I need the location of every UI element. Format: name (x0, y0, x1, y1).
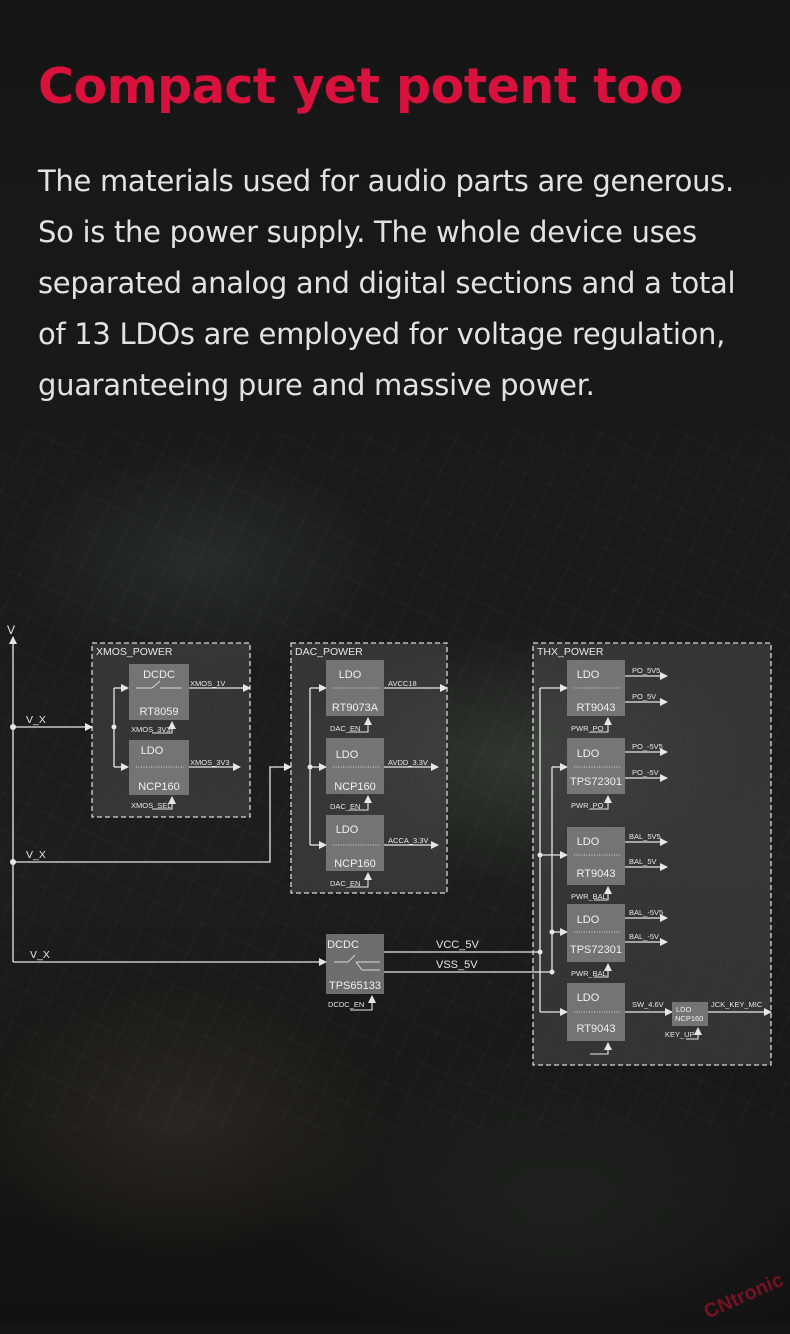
svg-text:LDO: LDO (676, 1005, 692, 1014)
vx-label-3: V_X (30, 949, 50, 961)
svg-text:LDO: LDO (577, 914, 600, 926)
vx-line-2 (13, 763, 292, 863)
svg-text:TPS65133: TPS65133 (329, 980, 381, 992)
dac-en-3-arrow (349, 872, 372, 888)
po-5v-label: PO_-5V (632, 768, 659, 777)
thx-ldo-block-2: LDO TPS72301 (567, 738, 625, 794)
svg-text:NCP160: NCP160 (138, 781, 180, 793)
bal5v5-label: BAL_5V5 (629, 832, 661, 841)
thx-ldo-block-5: LDO RT9043 (567, 983, 625, 1041)
po-5v5-label: PO_-5V5 (632, 742, 663, 751)
dac-power-title: DAC_POWER (295, 646, 363, 658)
svg-text:NCP160: NCP160 (675, 1014, 703, 1023)
bal-5v-label: BAL_-5V (629, 932, 659, 941)
dac-en-1-arrow (349, 717, 372, 733)
po5v-label: PO_5V (632, 692, 656, 701)
svg-text:RT8059: RT8059 (140, 706, 179, 718)
svg-text:LDO: LDO (336, 749, 359, 761)
pwr-bal-1: PWR_BAL (571, 892, 607, 901)
thx-ldo-block-3: LDO RT9043 (567, 827, 625, 885)
xmos-sel-ctrl: XMOS_SEL (131, 801, 171, 810)
intro-paragraph: The materials used for audio parts are g… (38, 164, 736, 402)
svg-text:LDO: LDO (339, 669, 362, 681)
xmos-sel-arrow (152, 796, 176, 810)
junction-dot (307, 764, 313, 770)
thx-ldo-block-4: LDO TPS72301 (567, 904, 625, 962)
svg-text:NCP160: NCP160 (334, 781, 376, 793)
xmos-ctrl-arrow (152, 721, 176, 734)
dac-en-3: DAC_EN (330, 879, 360, 888)
svg-text:LDO: LDO (577, 748, 600, 760)
svg-text:RT9073A: RT9073A (332, 702, 379, 714)
vx-label-1: V_X (26, 714, 46, 726)
vss5v-label: VSS_5V (436, 959, 478, 971)
junction-dot (537, 949, 543, 955)
xmos-3v3-label: XMOS_3V3 (190, 758, 230, 767)
svg-text:DCDC: DCDC (143, 669, 175, 681)
junction-dot (111, 724, 117, 730)
dac-en-2: DAC_EN (330, 802, 360, 811)
svg-text:DCDC: DCDC (327, 939, 359, 951)
dac-ldo-block-2: LDO NCP160 (326, 738, 384, 794)
avdd-label: AVDD_3.3V (388, 758, 428, 767)
xmos-1v-label: XMOS_1V (190, 679, 225, 688)
svg-text:LDO: LDO (336, 824, 359, 836)
acca-label: ACCA_3.3V (388, 836, 428, 845)
dcdc-en-arrow (350, 995, 376, 1011)
page-title: Compact yet potent too (38, 58, 683, 115)
svg-text:LDO: LDO (141, 745, 164, 757)
dcdc-tps65133-block: DCDC TPS65133 (326, 934, 384, 994)
xmos-power-title: XMOS_POWER (96, 646, 173, 658)
svg-text:LDO: LDO (577, 992, 600, 1004)
xmos-3v3-ctrl: XMOS_3V3 (131, 725, 171, 734)
mic-ldo-block: LDO NCP160 (672, 1002, 708, 1026)
svg-text:RT9043: RT9043 (577, 1023, 616, 1035)
bal-5v5-label: BAL_-5V5 (629, 908, 663, 917)
jck-key-mic-label: JCK_KEY_MIC (711, 1000, 763, 1009)
svg-text:NCP160: NCP160 (334, 858, 376, 870)
pwr-bal-2-arrow (594, 963, 612, 978)
pwr-po-2: PWR_PO (571, 801, 604, 810)
dac-en-1: DAC_EN (330, 724, 360, 733)
xmos-ldo-block: LDO NCP160 (129, 740, 189, 795)
pwr-sw-arrow (590, 1042, 612, 1055)
pwr-po-1-arrow (590, 717, 612, 733)
sw46v-label: SW_4.6V (632, 1000, 664, 1009)
dcdc-en-ctrl: DCDC_EN (328, 1000, 364, 1009)
xmos-dcdc-block: DCDC RT8059 (129, 664, 189, 720)
bal5v-label: BAL_5V (629, 857, 657, 866)
dac-en-2-arrow (349, 795, 372, 811)
svg-text:TPS72301: TPS72301 (570, 776, 622, 788)
thx-ldo-block-1: LDO RT9043 (567, 660, 625, 716)
svg-text:RT9043: RT9043 (577, 702, 616, 714)
vcc5v-label: VCC_5V (436, 939, 479, 951)
pwr-po-1: PWR_PO (571, 724, 604, 733)
key-up-ctrl: KEY_UP (665, 1030, 695, 1039)
dac-ldo-block-1: LDO RT9073A (326, 660, 384, 716)
thx-power-title: THX_POWER (537, 646, 604, 658)
svg-text:RT9043: RT9043 (577, 868, 616, 880)
pwr-bal-2: PWR_BAL (571, 969, 607, 978)
po5v5-label: PO_5V5 (632, 666, 660, 675)
vx-label-2: V_X (26, 849, 46, 861)
dac-ldo-block-3: LDO NCP160 (326, 815, 384, 871)
input-v-label: V (7, 623, 15, 637)
svg-text:LDO: LDO (577, 669, 600, 681)
junction-dot (549, 969, 555, 975)
svg-text:TPS72301: TPS72301 (570, 944, 622, 956)
pwr-po-2-arrow (590, 795, 612, 810)
key-up-arrow (686, 1027, 702, 1040)
avcc18-label: AVCC18 (388, 679, 417, 688)
pwr-bal-1-arrow (594, 886, 612, 901)
svg-text:LDO: LDO (577, 836, 600, 848)
